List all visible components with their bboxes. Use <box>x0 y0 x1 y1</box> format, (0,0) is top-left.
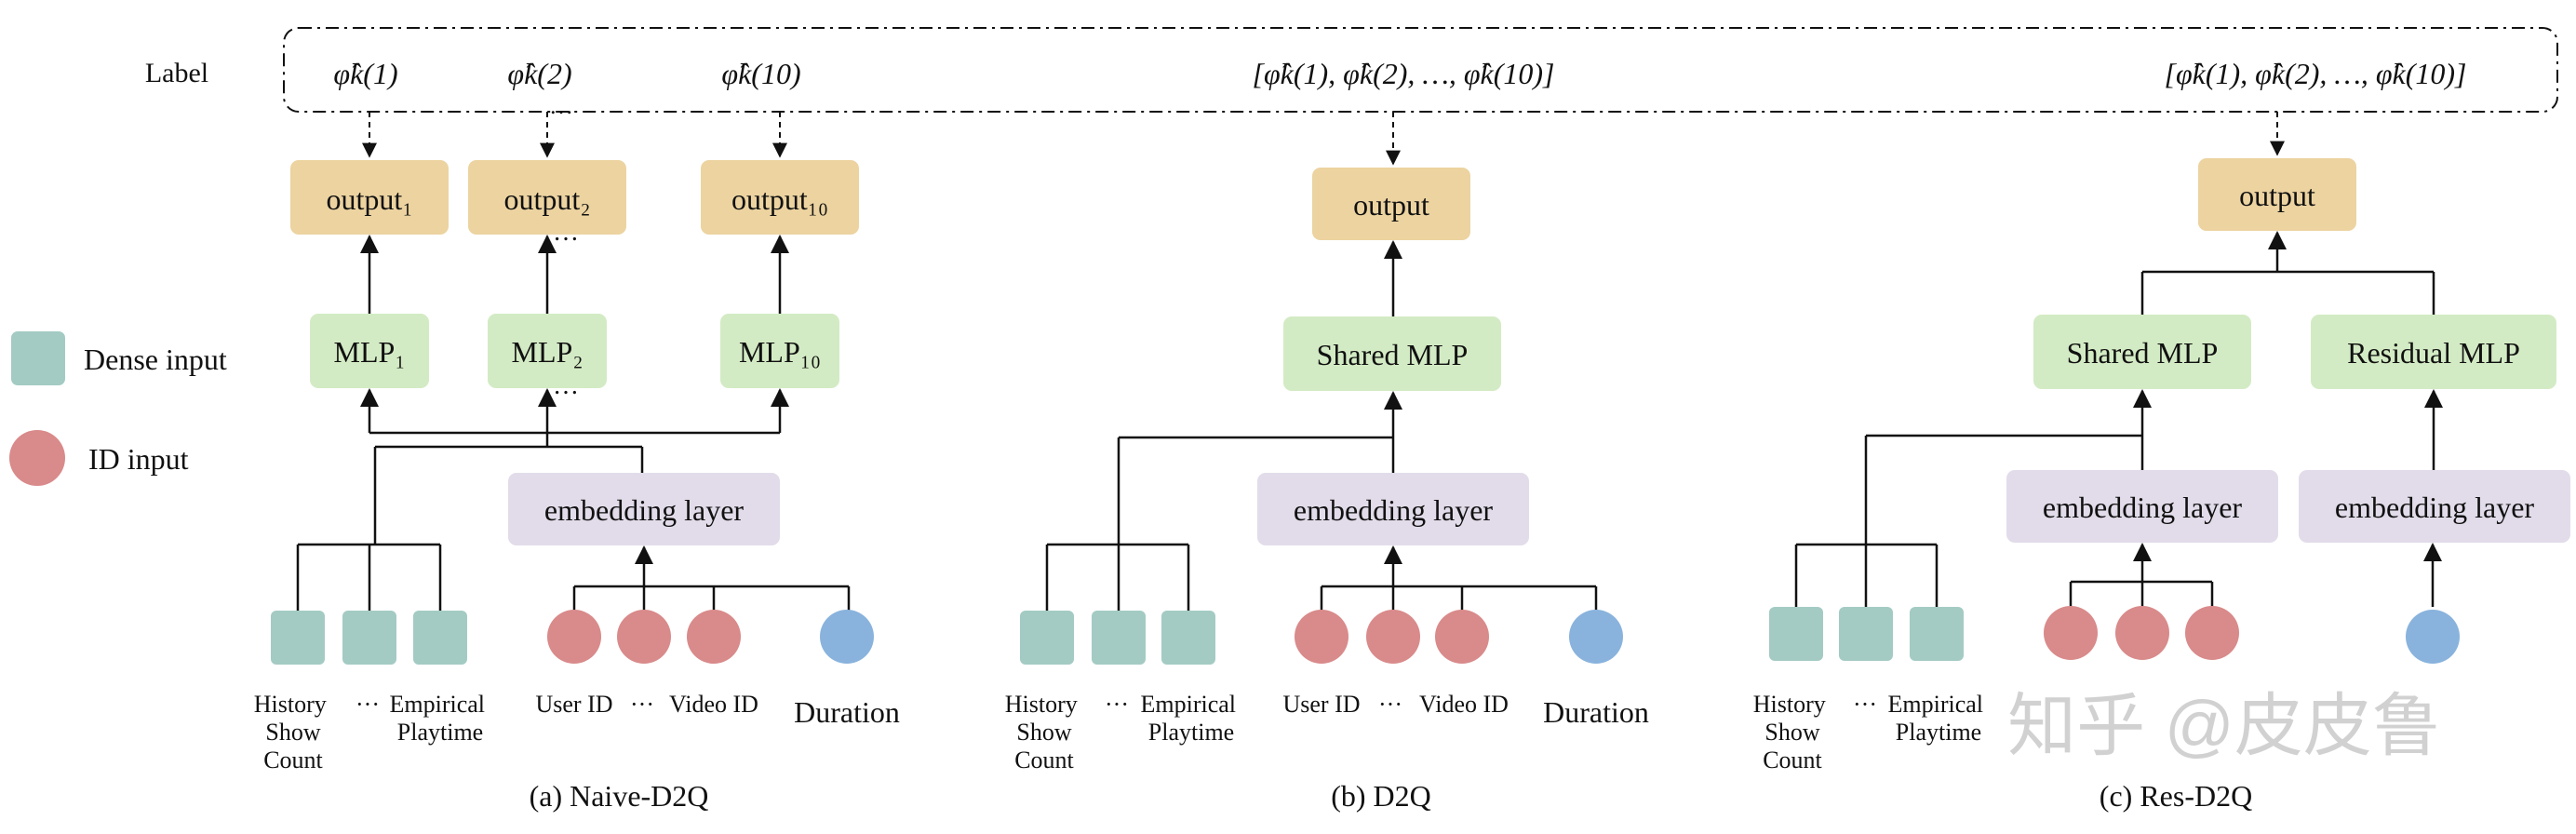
d2q-id-input-2 <box>1366 610 1420 664</box>
res-dense-input-2 <box>1839 607 1893 661</box>
naive-mlp-10 <box>720 314 839 388</box>
d2q-shared-mlp-label: Shared MLP <box>1317 338 1469 371</box>
res-id-input-2 <box>2115 606 2169 660</box>
d2q-embedding-label: embedding layer <box>1294 493 1493 527</box>
naive-caption: (a) Naive-D2Q <box>530 779 709 813</box>
res-output <box>2198 158 2356 231</box>
label-naive-2: φ̂k(2) <box>507 57 571 90</box>
naive-mlp-10-label: MLP₁₀ <box>739 335 821 369</box>
naive-embedding-layer <box>508 473 780 545</box>
panel-res-d2q: output Shared MLP Residual MLP embedding… <box>1753 158 2570 813</box>
d2q-duration-input <box>1569 610 1623 664</box>
naive-dense-input-3 <box>413 611 467 665</box>
label-dashed-box <box>283 27 2558 113</box>
naive-mlp-1-label: MLP₁ <box>334 335 406 369</box>
naive-output-1-label: output₁ <box>327 182 413 216</box>
d2q-dense-input-3 <box>1161 611 1215 665</box>
res-embedding-right-label: embedding layer <box>2335 491 2534 524</box>
naive-id-input-1 <box>547 610 601 664</box>
d2q-id-input-1 <box>1295 610 1348 664</box>
d2q-label-ellipsis-dense: ··· <box>1105 691 1129 718</box>
res-id-input-1 <box>2044 606 2098 660</box>
res-label-playtime: Empirical Playtime <box>1887 691 1989 746</box>
legend-dense-label: Dense input <box>84 343 227 376</box>
d2q-dense-input-1 <box>1020 611 1074 665</box>
res-label-ellipsis-dense: ··· <box>1853 691 1877 718</box>
res-shared-mlp <box>2033 315 2251 389</box>
naive-mlp-dots: … <box>553 371 579 400</box>
res-duration-input <box>2406 610 2460 664</box>
label-naive-10: φ̂k(10) <box>721 57 800 90</box>
res-residual-mlp <box>2311 315 2556 389</box>
naive-label-video-id: Video ID <box>669 691 758 718</box>
panel-naive-d2q: output₁ output₂ output₁₀ … MLP₁ MLP₂ MLP… <box>254 160 900 813</box>
naive-label-duration: Duration <box>794 695 900 729</box>
res-dense-input-3 <box>1910 607 1964 661</box>
naive-dense-input-1 <box>271 611 325 665</box>
d2q-id-input-3 <box>1435 610 1489 664</box>
naive-label-playtime: Empirical Playtime <box>389 691 490 746</box>
res-output-label: output <box>2239 179 2315 212</box>
res-caption: (c) Res-D2Q <box>2100 779 2252 813</box>
label-row-title: Label <box>145 58 208 88</box>
naive-output-10 <box>701 160 859 235</box>
naive-label-ellipsis-dense: ··· <box>356 691 380 718</box>
naive-label-user-id: User ID <box>535 691 612 718</box>
panel-d2q: output Shared MLP embedding layer <box>1005 168 1649 813</box>
naive-embedding-label: embedding layer <box>544 493 744 527</box>
naive-mlp-2 <box>488 314 607 388</box>
res-id-input-3 <box>2185 606 2239 660</box>
res-embedding-layer-right <box>2299 470 2570 543</box>
res-residual-mlp-label: Residual MLP <box>2347 336 2520 370</box>
d2q-embedding-layer <box>1257 473 1529 545</box>
naive-output-2-label: output₂ <box>504 182 591 216</box>
d2q-dense-input-2 <box>1092 611 1146 665</box>
res-dense-input-1 <box>1769 607 1823 661</box>
naive-output-1 <box>290 160 449 235</box>
naive-output-10-label: output₁₀ <box>731 182 828 216</box>
d2q-caption: (b) D2Q <box>1331 779 1431 813</box>
label-naive-1: φ̂k(1) <box>333 57 397 90</box>
label-naive-dots: … <box>549 92 573 119</box>
label-res-d2q: [φ̂k(1), φ̂k(2), …, φ̂k(10)] <box>2164 57 2466 90</box>
d2q-label-user-id: User ID <box>1282 691 1360 718</box>
legend-id-label: ID input <box>88 442 189 476</box>
naive-label-ellipsis-id: ··· <box>630 691 654 718</box>
d2q-label-playtime: Empirical Playtime <box>1140 691 1241 746</box>
naive-mlp-2-label: MLP₂ <box>512 335 584 369</box>
label-d2q: [φ̂k(1), φ̂k(2), …, φ̂k(10)] <box>1252 57 1554 90</box>
d2q-label-video-id: Video ID <box>1419 691 1509 718</box>
res-embedding-left-label: embedding layer <box>2043 491 2242 524</box>
d2q-output-label: output <box>1353 188 1429 222</box>
res-embedding-layer-left <box>2006 470 2278 543</box>
res-shared-mlp-label: Shared MLP <box>2067 336 2219 370</box>
d2q-output <box>1312 168 1470 240</box>
naive-id-input-3 <box>687 610 741 664</box>
d2q-label-duration: Duration <box>1543 695 1649 729</box>
naive-output-dots: … <box>553 218 579 247</box>
naive-duration-input <box>820 610 874 664</box>
naive-id-input-2 <box>617 610 671 664</box>
d2q-shared-mlp <box>1283 316 1501 391</box>
naive-output-2 <box>468 160 626 235</box>
legend-id-swatch <box>9 430 65 486</box>
naive-dense-input-2 <box>342 611 396 665</box>
watermark: 知乎 @皮皮鲁 <box>2007 687 2441 764</box>
d2q-label-ellipsis-id: ··· <box>1378 691 1402 718</box>
naive-mlp-1 <box>310 314 429 388</box>
legend-dense-swatch <box>11 331 65 385</box>
